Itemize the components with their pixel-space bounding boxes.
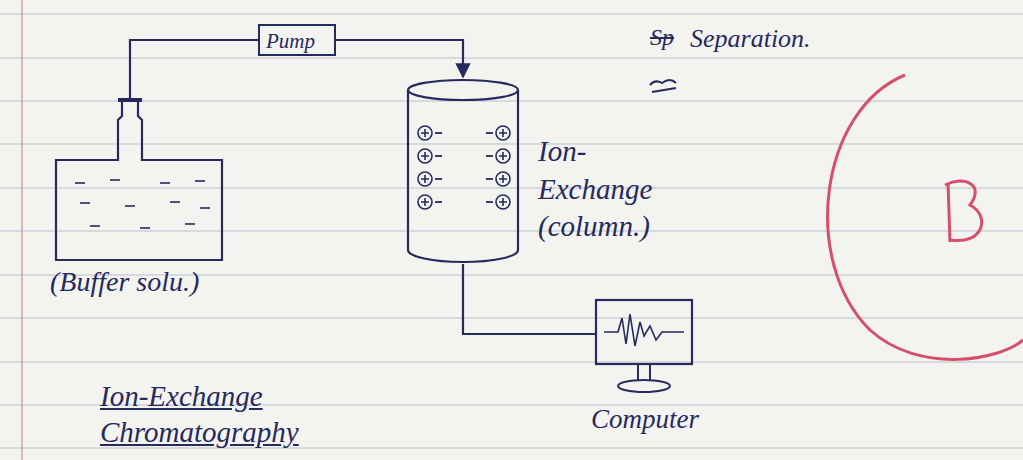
- monitor-screen: [596, 300, 692, 364]
- buffer-tank-node: (Buffer solu.): [50, 98, 230, 340]
- monitor-neck: [638, 364, 650, 380]
- node-text: (Buffer solu.): [50, 264, 200, 300]
- column-top: [408, 80, 518, 100]
- liquid-stroke: [110, 179, 120, 181]
- node-text: Ion-Exchange (column.): [538, 133, 698, 246]
- liquid-stroke: [75, 182, 85, 184]
- strike-mark: [652, 88, 676, 92]
- liquid-stroke: [195, 180, 205, 182]
- liquid-stroke: [185, 223, 195, 225]
- grade-mark: [945, 181, 982, 242]
- computer-node: Computer: [590, 296, 700, 446]
- pump-box: Pump: [258, 24, 336, 56]
- liquid-stroke: [160, 182, 170, 184]
- charge-group: [418, 126, 442, 209]
- liquid-stroke: [200, 207, 210, 209]
- node-text: Computer: [565, 402, 725, 437]
- diagram-title: Ion-Exchange Chromatography: [100, 378, 400, 451]
- side-note: Separation.: [690, 24, 811, 54]
- liquid-stroke: [125, 205, 135, 207]
- node-text: Pump: [266, 28, 332, 55]
- signal-trace: [604, 314, 684, 346]
- pipe-line: [463, 264, 596, 334]
- column-node: Ion-Exchange (column.): [405, 78, 725, 264]
- liquid-stroke: [80, 202, 90, 204]
- tank-cap: [118, 98, 142, 102]
- pipe-line: [130, 40, 258, 98]
- node-outline: [50, 98, 230, 340]
- pipe-line: [336, 40, 463, 77]
- grade-circle: [828, 75, 1023, 359]
- column-body: [408, 90, 518, 262]
- buffer-tank: [56, 100, 222, 260]
- liquid-stroke: [90, 225, 100, 227]
- monitor-base: [618, 380, 670, 392]
- margin-line: [21, 0, 23, 460]
- charge-group: [486, 126, 510, 209]
- struck-scribble: [650, 80, 676, 85]
- liquid-stroke: [170, 201, 180, 203]
- liquid-stroke: [140, 227, 150, 229]
- struck-note: Sp: [650, 24, 674, 51]
